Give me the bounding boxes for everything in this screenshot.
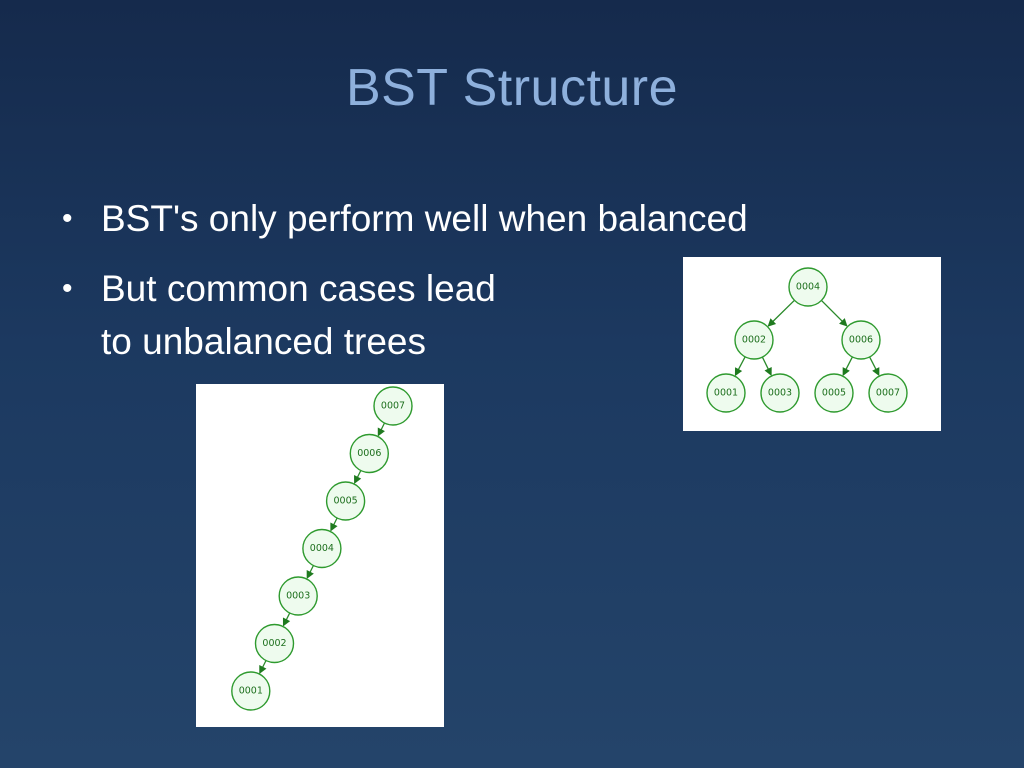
node-circle <box>254 623 295 664</box>
node-label: 0002 <box>742 335 766 346</box>
bullet-list: • BST's only perform well when balanced … <box>62 192 748 368</box>
tree-edge <box>844 356 853 372</box>
node-circle <box>349 433 390 474</box>
bullet-item: • But common cases lead to unbalanced tr… <box>62 262 748 368</box>
balanced-tree-diagram: 0004 0002 0006 0001 0003 0005 0007 <box>706 267 908 413</box>
node-label: 0003 <box>768 388 792 399</box>
tree-node: 0006 <box>841 320 881 360</box>
node-label: 0007 <box>876 388 900 399</box>
arrowhead-icon <box>842 367 850 377</box>
unbalanced-tree-image: 0007 0006 0005 0004 0003 0002 0001 <box>196 384 444 727</box>
arrowhead-icon <box>259 665 267 674</box>
node-label: 0004 <box>796 282 820 293</box>
tree-edge <box>869 356 878 372</box>
tree-node: 0001 <box>231 671 271 711</box>
tree-node: 0002 <box>734 320 774 360</box>
tree-node: 0004 <box>788 267 828 307</box>
node-circle <box>814 373 854 413</box>
arrowhead-icon <box>377 427 385 437</box>
arrowhead-icon <box>354 475 362 484</box>
bullet-text: But common cases lead <box>101 268 496 309</box>
node-label: 0006 <box>357 448 381 459</box>
bullet-text: BST's only perform well when balanced <box>101 198 748 239</box>
node-label: 0005 <box>334 496 358 507</box>
node-circle <box>706 373 746 413</box>
node-circle <box>788 267 828 307</box>
tree-node: 0001 <box>706 373 746 413</box>
arrowhead-icon <box>872 367 880 377</box>
node-label: 0007 <box>381 401 405 412</box>
node-circle <box>868 373 908 413</box>
bullet-text: to unbalanced trees <box>101 321 427 362</box>
tree-edge <box>737 356 746 372</box>
node-circle <box>231 671 271 711</box>
arrowhead-icon <box>330 522 338 532</box>
tree-edge <box>771 299 795 323</box>
bullet-item: • BST's only perform well when balanced <box>62 192 748 245</box>
tree-node: 0007 <box>868 373 908 413</box>
node-circle <box>278 576 318 616</box>
tree-edge <box>761 356 770 371</box>
tree-node: 0003 <box>278 576 318 616</box>
arrowhead-icon <box>734 367 743 377</box>
node-label: 0005 <box>822 388 846 399</box>
node-circle <box>373 386 413 426</box>
bullet-dot-icon: • <box>62 272 73 305</box>
arrowhead-icon <box>767 318 777 327</box>
arrowhead-icon <box>764 366 772 376</box>
node-label: 0001 <box>239 686 263 697</box>
bullet-dot-icon: • <box>62 202 73 235</box>
tree-node: 0004 <box>302 528 342 569</box>
node-label: 0001 <box>714 388 738 399</box>
arrowhead-icon <box>282 617 291 627</box>
node-circle <box>841 320 881 360</box>
slide-title: BST Structure <box>345 59 679 117</box>
arrowhead-icon <box>306 570 314 579</box>
node-label: 0003 <box>286 591 310 602</box>
tree-edge <box>820 299 844 323</box>
node-circle <box>302 528 342 569</box>
tree-node: 0003 <box>760 373 800 413</box>
node-label: 0006 <box>849 335 873 346</box>
tree-node: 0005 <box>814 373 854 413</box>
node-circle <box>325 481 366 521</box>
balanced-tree-image: 0004 0002 0006 0001 0003 0005 0007 <box>683 257 941 431</box>
node-label: 0002 <box>262 638 286 649</box>
node-circle <box>760 373 800 413</box>
unbalanced-tree-diagram: 0007 0006 0005 0004 0003 0002 0001 <box>231 386 413 711</box>
tree-node: 0006 <box>349 433 390 474</box>
node-circle <box>734 320 774 360</box>
tree-node: 0002 <box>254 623 295 664</box>
tree-node: 0005 <box>325 481 366 521</box>
node-label: 0004 <box>310 543 334 554</box>
tree-node: 0007 <box>373 386 413 426</box>
